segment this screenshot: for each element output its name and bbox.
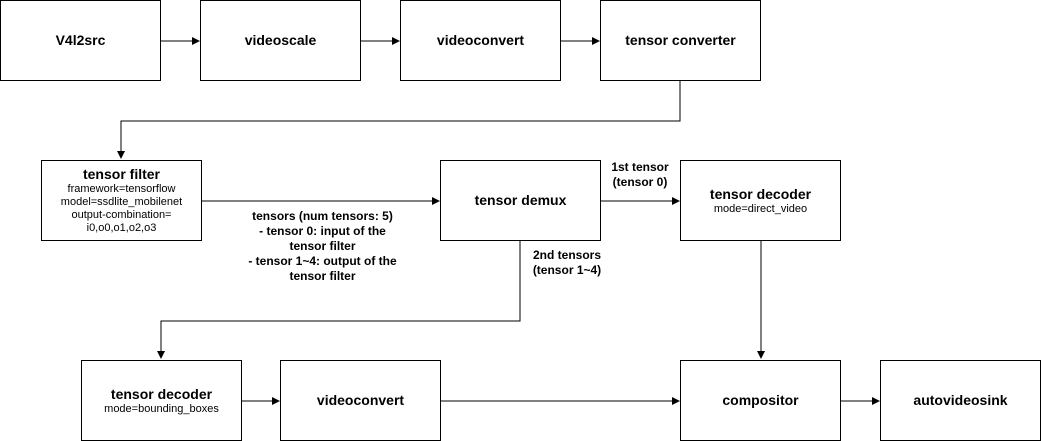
node-autovideosink: autovideosink xyxy=(880,360,1041,441)
node-videoconvert-2: videoconvert xyxy=(280,360,441,441)
node-param: model=ssdlite_mobilenet xyxy=(60,196,183,208)
node-tensor-demux: tensor demux xyxy=(440,160,601,241)
edge-label-tensors: tensors (num tensors: 5) - tensor 0: inp… xyxy=(210,209,435,284)
node-tensor-decoder-boxes: tensor decoder mode=bounding_boxes xyxy=(81,360,242,441)
node-title: autovideosink xyxy=(913,392,1008,408)
node-title: tensor decoder xyxy=(709,185,812,202)
node-tensor-decoder-video: tensor decoder mode=direct_video xyxy=(680,160,841,241)
edge-label-line: 1st tensor xyxy=(611,160,669,174)
node-compositor: compositor xyxy=(680,360,841,441)
node-title: tensor filter xyxy=(82,166,160,182)
node-videoscale: videoscale xyxy=(200,0,361,81)
edge-label-line: tensor filter xyxy=(289,239,356,253)
node-title: tensor decoder xyxy=(110,385,213,402)
node-param: mode=direct_video xyxy=(713,202,808,215)
edge-label-line: (tensor 0) xyxy=(612,175,668,189)
node-param: i0,o0,o1,o2,o3 xyxy=(86,222,157,234)
node-v4l2src: V4l2src xyxy=(0,0,161,81)
edge-label-line: (tensor 1~4) xyxy=(532,263,602,277)
node-tensor-filter: tensor filter framework=tensorflow model… xyxy=(41,160,202,241)
node-param: mode=bounding_boxes xyxy=(104,402,219,415)
edge-tensor-converter-tensor-filter xyxy=(117,81,681,159)
node-title: videoconvert xyxy=(316,392,405,408)
node-title: V4l2src xyxy=(55,32,106,48)
edge-label-second-tensors: 2nd tensors (tensor 1~4) xyxy=(522,248,612,278)
node-title: compositor xyxy=(722,392,799,408)
node-title: videoconvert xyxy=(436,32,525,48)
edge-label-first-tensor: 1st tensor (tensor 0) xyxy=(600,160,680,190)
edge-label-line: tensors (num tensors: 5) xyxy=(252,209,393,223)
node-title: tensor converter xyxy=(625,32,736,48)
edge-label-line: 2nd tensors xyxy=(532,248,601,262)
node-videoconvert-1: videoconvert xyxy=(400,0,561,81)
node-title: tensor demux xyxy=(474,192,567,208)
edge-label-line: tensor filter xyxy=(289,269,356,283)
edge-demux-decoder-boxes xyxy=(157,241,521,359)
edge-label-line: - tensor 0: input of the xyxy=(259,224,386,238)
node-tensor-converter: tensor converter xyxy=(600,0,761,81)
node-param: output-combination= xyxy=(71,209,172,221)
node-param: framework=tensorflow xyxy=(67,183,176,195)
edge-label-line: - tensor 1~4: output of the xyxy=(248,254,397,268)
node-title: videoscale xyxy=(244,32,317,48)
